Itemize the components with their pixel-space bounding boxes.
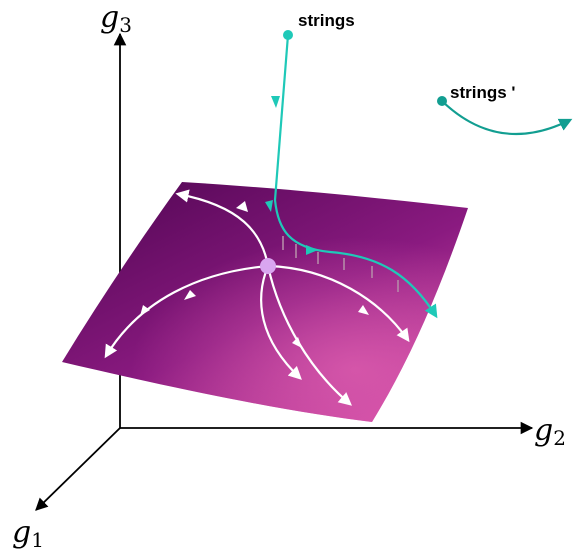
projection-ticks [282,236,399,292]
strings-label: strings [298,11,355,30]
strings-prime-trajectory [441,100,573,135]
strings-mid-arrow-2 [265,200,273,212]
flow-mid-arrow-2 [140,305,150,316]
strings-trajectory [265,34,438,319]
axis-label-g1: g1 [12,515,44,552]
flow-line-up-left [175,189,270,267]
rg-flow-lines [104,189,410,406]
axis-g1 [35,427,121,511]
flow-line-right [267,264,410,343]
strings-mid-arrow-3 [306,245,318,255]
fixed-point [260,258,276,274]
flow-mid-arrow-1 [184,290,196,300]
strings-start-dot [283,30,293,40]
strings-prime-path [441,100,573,135]
axis-label-g3: g3 [100,0,132,37]
flow-line-down-left [260,265,302,380]
surface-highlight [62,182,468,422]
flow-line-left [104,264,269,359]
strings-mid-arrow-1 [271,96,280,108]
coupling-surface [62,182,468,422]
flow-mid-arrow-3 [236,201,248,212]
strings-prime-label: strings ' [450,83,515,102]
flow-mid-arrow-5 [292,337,302,348]
strings-path [273,34,438,319]
axis-label-g2: g2 [534,413,566,450]
flow-mid-arrow-4 [358,305,369,315]
strings-prime-start-dot [437,96,447,106]
